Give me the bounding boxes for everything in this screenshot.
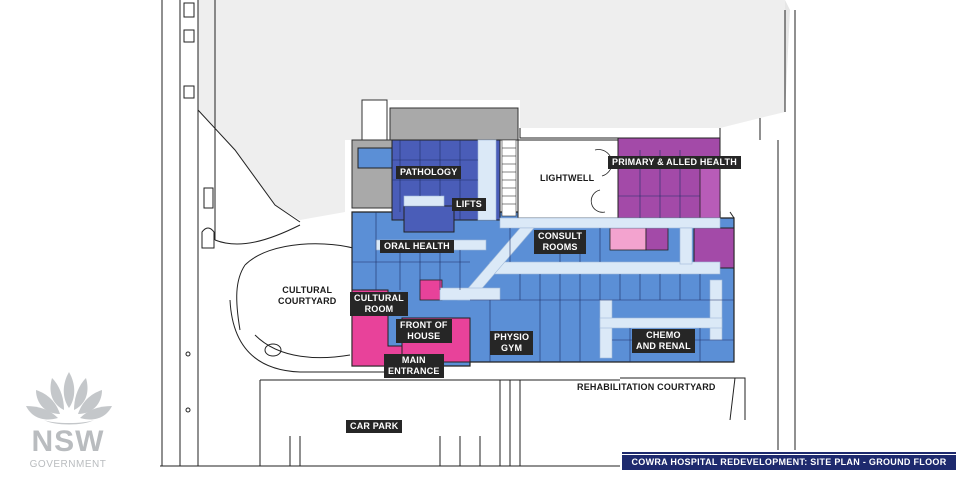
label-pathology: PATHOLOGY bbox=[396, 166, 462, 179]
label-cultural-room: CULTURAL ROOM bbox=[350, 292, 408, 316]
label-rehabilitation-courtyard: REHABILITATION COURTYARD bbox=[577, 382, 716, 392]
label-cultural-courtyard: CULTURAL COURTYARD bbox=[278, 285, 337, 306]
label-car-park: CAR PARK bbox=[346, 420, 403, 433]
label-chemo-and-renal: CHEMO AND RENAL bbox=[632, 329, 695, 353]
waratah-logo-icon bbox=[26, 372, 112, 425]
label-oral-health: ORAL HEALTH bbox=[380, 240, 454, 253]
label-lightwell: LIGHTWELL bbox=[540, 173, 595, 183]
label-main-entrance: MAIN ENTRANCE bbox=[384, 354, 444, 378]
label-front-of-house: FRONT OF HOUSE bbox=[396, 319, 452, 343]
label-primary-allied-health: PRIMARY & ALLED HEALTH bbox=[608, 156, 741, 169]
plan-caption: COWRA HOSPITAL REDEVELOPMENT: SITE PLAN … bbox=[622, 455, 956, 470]
caption-rule bbox=[622, 452, 956, 454]
logo-government-text: GOVERNMENT bbox=[29, 459, 107, 470]
label-physio-gym: PHYSIO GYM bbox=[490, 331, 534, 355]
label-lifts: LIFTS bbox=[452, 198, 486, 211]
label-consult-rooms: CONSULT ROOMS bbox=[534, 230, 587, 254]
logo-nsw-text: NSW bbox=[31, 425, 105, 458]
